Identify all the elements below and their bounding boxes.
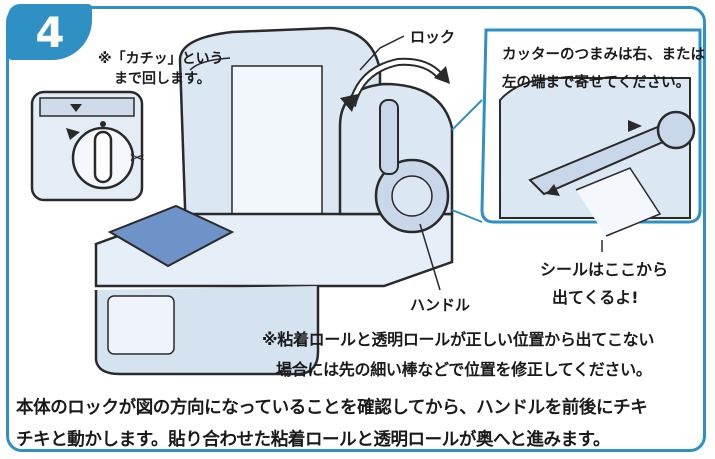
sticker-note-line2: 出てくるよ! [552,288,639,307]
lock-label: ロック [410,28,456,46]
instruction-line2: チキと動かします。貼り合わせた粘着ロールと透明ロールが奥へと進みます。 [16,430,611,450]
step-number: 4 [35,8,65,57]
lock-inset-illustration: ✂ [30,90,145,202]
arrow-left-icon [546,184,560,196]
cutter-note-line1: カッターのつまみは右、または [502,47,705,63]
handle-label: ハンドル [410,296,471,314]
cutter-inset-illustration [480,28,702,237]
warning-line2: 場合には先の細い棒などで位置を修正してください。 [276,360,652,379]
scissors-icon: ✂ [130,148,145,169]
lock-arrow-icon [66,128,80,140]
sticker-note-line1: シールはここから [540,260,669,279]
turn-note-line1: ※「カチッ」という [98,51,224,67]
instruction-line1: 本体のロックが図の方向になっていることを確認してから、ハンドルを前後にチキ [16,398,648,418]
cutter-knob-icon [656,110,696,150]
step-badge: 4 [8,4,92,60]
machine-illustration [94,26,454,376]
warning-line1: ※粘着ロールと透明ロールが正しい位置から出てこない [262,330,655,349]
cutter-note-line2: 左の端まで寄せてください。 [502,75,691,91]
arrow-right-icon [628,120,642,132]
turn-note-line2: まで回します。 [114,71,211,87]
